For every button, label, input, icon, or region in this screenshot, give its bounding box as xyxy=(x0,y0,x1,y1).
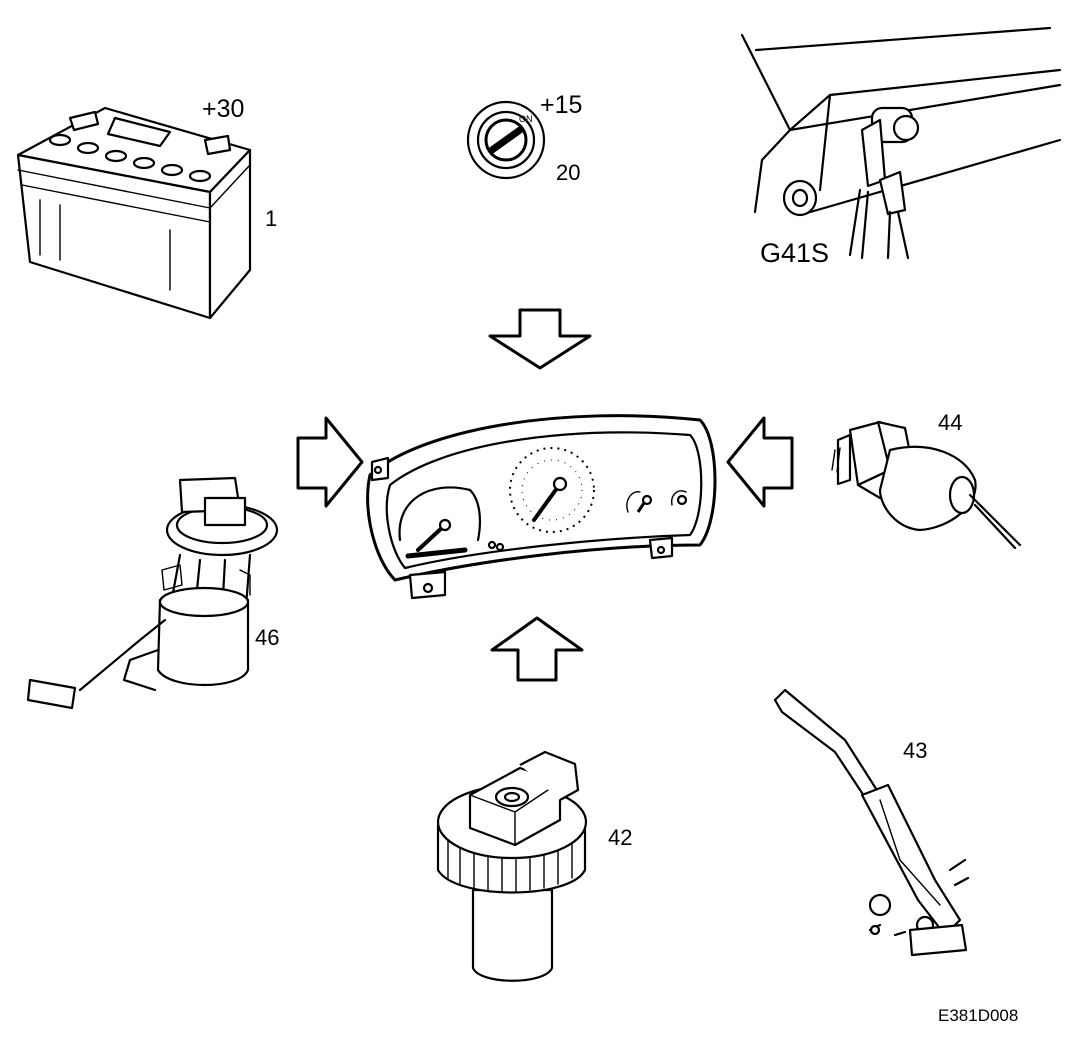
instrument-cluster-icon xyxy=(366,414,717,600)
handbrake-icon xyxy=(773,688,970,957)
fuel-sender-42-label: 42 xyxy=(608,825,632,850)
battery-icon xyxy=(16,106,252,320)
ignition-terminal-label: +15 xyxy=(540,91,582,119)
sensor-icon xyxy=(831,420,1022,550)
battery-terminal-label: +30 xyxy=(202,95,244,123)
battery-ref-label: 1 xyxy=(265,206,277,231)
ignition-switch-icon: ON xyxy=(466,100,546,180)
arrow-up-icon xyxy=(490,616,584,682)
ground-point-label: G41S xyxy=(760,238,829,268)
sensor-44-label: 44 xyxy=(938,410,962,435)
fuel-sender-icon xyxy=(436,750,588,982)
svg-text:ON: ON xyxy=(519,114,533,124)
arrow-left-icon xyxy=(726,416,794,508)
arrow-down-icon xyxy=(488,308,592,370)
arrow-right-icon xyxy=(296,416,364,508)
ignition-ref-label: 20 xyxy=(556,160,580,185)
fuel-pump-icon xyxy=(26,476,279,710)
drawing-code-label: E381D008 xyxy=(938,1006,1018,1025)
fuel-pump-46-label: 46 xyxy=(255,625,279,650)
ground-point-icon xyxy=(740,26,1062,260)
handbrake-43-label: 43 xyxy=(903,738,927,763)
